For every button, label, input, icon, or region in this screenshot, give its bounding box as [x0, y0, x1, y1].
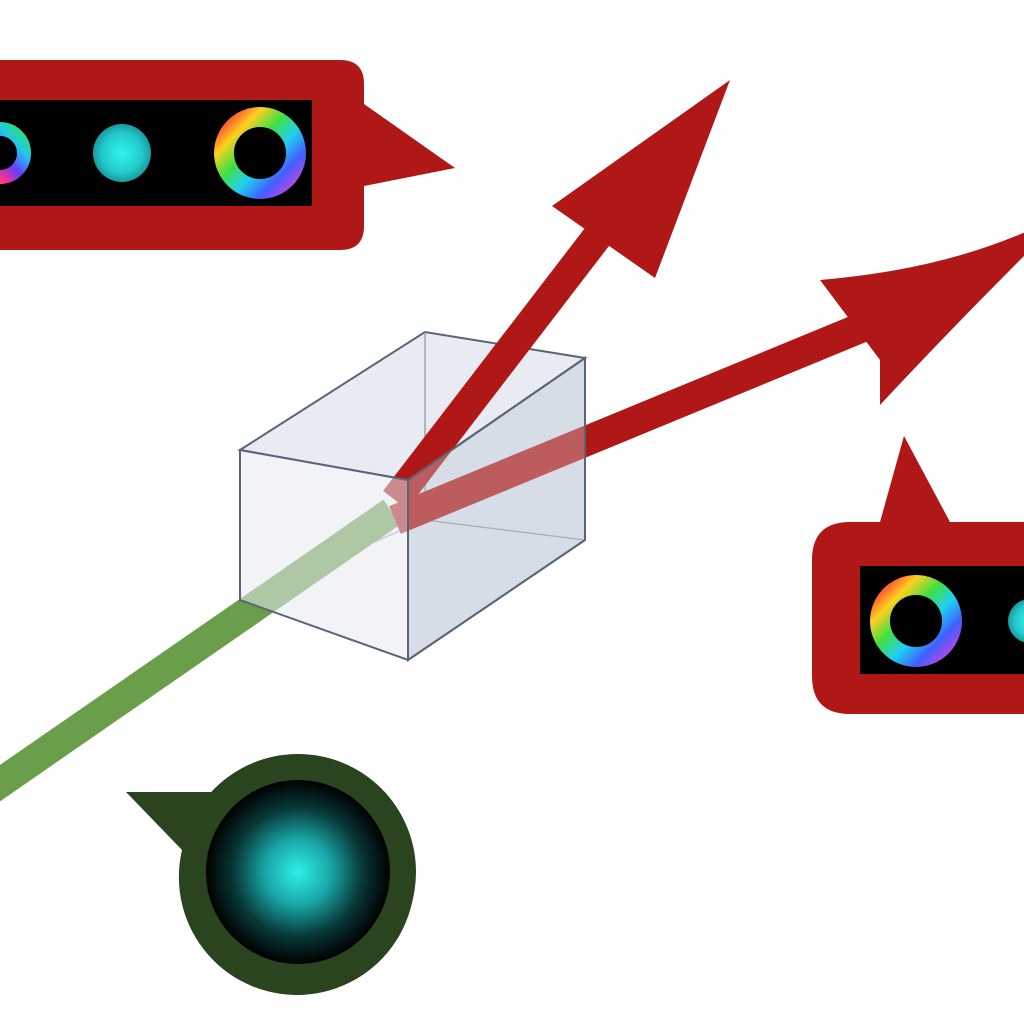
callout-bottom [126, 754, 416, 995]
ring-mode-icon [214, 107, 306, 199]
ring-mode-icon [0, 122, 31, 184]
callout-right [812, 436, 1024, 714]
crystal-front-face [239, 356, 586, 662]
gaussian-spot-icon [93, 124, 151, 182]
callout-upper-left [0, 60, 455, 250]
gaussian-spot-icon [1008, 599, 1024, 643]
red-output-beam-lower [389, 232, 1024, 534]
gaussian-spot-icon [206, 780, 390, 964]
ring-mode-icon [870, 575, 962, 667]
red-output-beam-upper [383, 80, 730, 510]
